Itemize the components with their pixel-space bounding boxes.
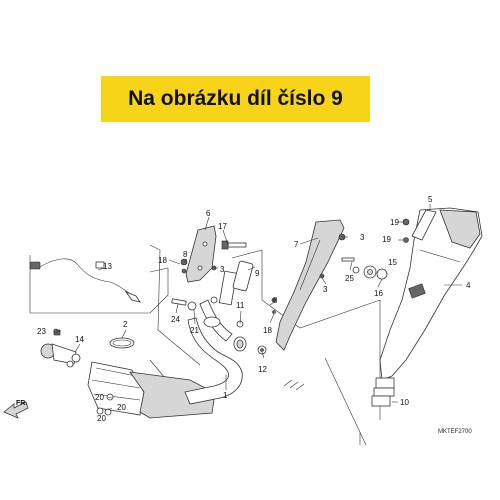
bracket-5 — [411, 209, 437, 241]
callout-3a: 3 — [220, 265, 225, 274]
bracket-14 — [40, 329, 81, 368]
callout-4: 4 — [466, 281, 471, 290]
muffler-cover-7 — [275, 219, 345, 351]
callout-9: 9 — [255, 269, 260, 278]
callout-13: 13 — [103, 262, 112, 271]
callout-20c: 20 — [97, 414, 106, 423]
callout-24: 24 — [171, 315, 180, 324]
diagram-code: MKTEF2700 — [438, 429, 472, 435]
callout-2: 2 — [123, 320, 128, 329]
pipe-hatch — [283, 379, 305, 391]
callout-3b: 3 — [360, 233, 365, 242]
catalytic-chamber — [87, 361, 216, 419]
callout-12: 12 — [258, 365, 267, 374]
callout-20b: 20 — [117, 403, 126, 412]
rubber-10 — [371, 395, 391, 407]
callout-7: 7 — [294, 240, 299, 249]
callout-19b: 19 — [382, 235, 391, 244]
callout-16: 16 — [374, 289, 383, 298]
callout-20a: 20 — [95, 393, 104, 402]
callout-8a: 8 — [183, 250, 188, 259]
front-direction-arrow: FR. — [3, 400, 29, 419]
callout-14: 14 — [75, 335, 84, 344]
callout-5: 5 — [428, 195, 433, 204]
fasteners — [53, 218, 410, 416]
callout-25: 25 — [345, 274, 354, 283]
callout-18b: 18 — [263, 326, 272, 335]
leader-lines — [56, 204, 462, 411]
callout-21: 21 — [190, 326, 199, 335]
callout-11: 11 — [236, 301, 245, 310]
callout-10: 10 — [400, 398, 409, 407]
callout-23: 23 — [37, 327, 46, 336]
banner-text: Na obrázku díl číslo 9 — [128, 87, 343, 110]
callout-3c: 3 — [323, 285, 328, 294]
callout-19a: 19 — [390, 218, 399, 227]
callout-numbers: 1 2 3 3 3 4 5 6 7 8 8 9 10 11 12 13 14 1… — [37, 195, 471, 423]
o2-sensor-cable — [29, 258, 141, 303]
callout-18a: 18 — [158, 256, 167, 265]
callout-15: 15 — [388, 258, 397, 267]
part-number-banner: Na obrázku díl číslo 9 — [101, 76, 370, 122]
callout-6: 6 — [206, 209, 211, 218]
callout-1: 1 — [223, 391, 228, 400]
gasket-2 — [109, 337, 135, 349]
heat-shield-6 — [185, 225, 217, 283]
callout-8b: 8 — [273, 296, 278, 305]
muffler-4 — [373, 207, 483, 397]
callout-17: 17 — [218, 222, 227, 231]
direction-label: FR. — [16, 400, 27, 407]
